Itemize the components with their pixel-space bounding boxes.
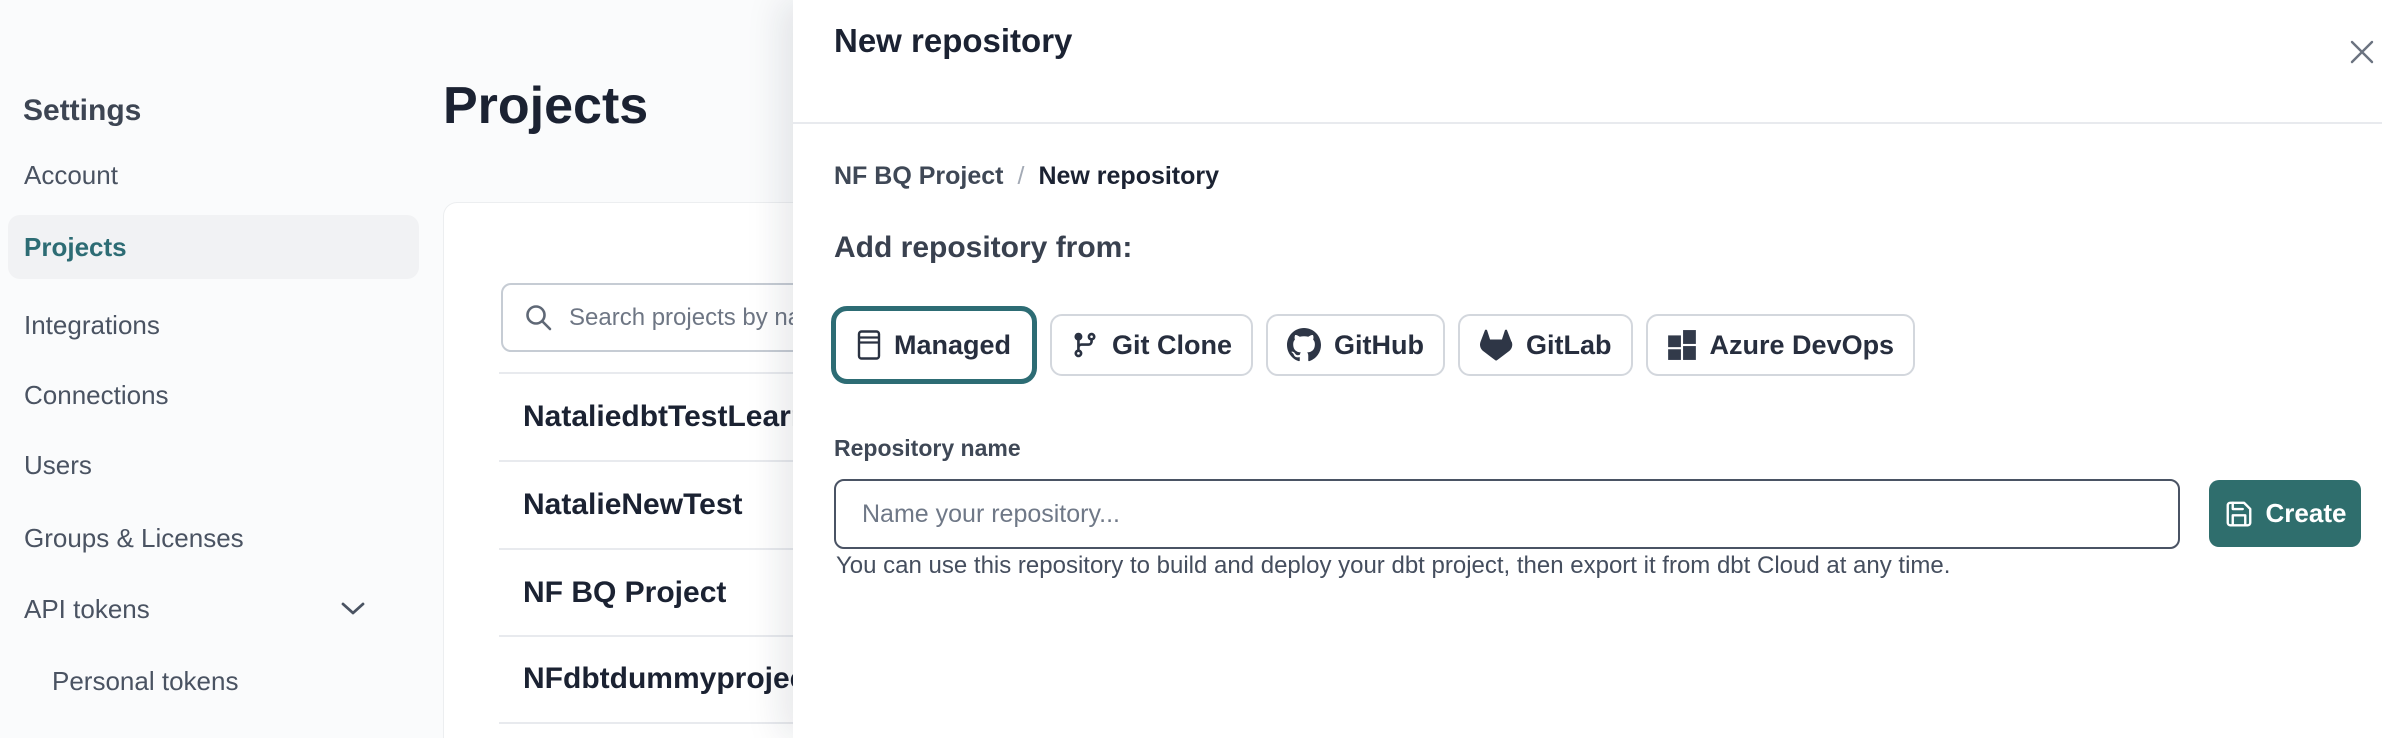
source-option-azure-devops[interactable]: Azure DevOps xyxy=(1645,314,1916,376)
sidebar-item-label: Projects xyxy=(24,231,127,262)
breadcrumb-parent[interactable]: NF BQ Project xyxy=(834,162,1004,190)
source-option-managed[interactable]: Managed xyxy=(831,306,1038,384)
breadcrumb-separator: / xyxy=(1017,162,1025,190)
sidebar-item-label: Connections xyxy=(24,379,169,410)
save-icon xyxy=(2224,499,2254,529)
sidebar-item-projects[interactable]: Projects xyxy=(8,215,419,279)
repository-name-label: Repository name xyxy=(834,435,1021,461)
project-row[interactable]: NF BQ Project xyxy=(499,550,1599,636)
breadcrumb-current: New repository xyxy=(1038,162,1220,190)
project-name: NataliedbtTestLearn T xyxy=(523,400,836,433)
azure-devops-icon xyxy=(1667,329,1697,361)
source-option-label: Azure DevOps xyxy=(1709,329,1895,360)
sidebar-item-connections[interactable]: Connections xyxy=(8,366,419,424)
repo-source-options: Managed Git Clone GitHub xyxy=(831,306,1916,384)
managed-repo-icon xyxy=(857,329,881,361)
project-row[interactable]: NataliedbtTestLearn T xyxy=(499,374,1599,460)
source-option-label: GitLab xyxy=(1526,329,1612,360)
add-repository-heading: Add repository from: xyxy=(834,231,1133,264)
sidebar-item-label: API tokens xyxy=(24,593,150,624)
close-button[interactable] xyxy=(2342,32,2382,72)
sidebar-item-groups-licenses[interactable]: Groups & Licenses xyxy=(8,509,419,567)
close-icon xyxy=(2349,39,2375,65)
sidebar-item-integrations[interactable]: Integrations xyxy=(8,296,419,354)
project-name: NF BQ Project xyxy=(523,576,727,609)
sidebar-item-users[interactable]: Users xyxy=(8,436,419,494)
source-option-gitlab[interactable]: GitLab xyxy=(1458,314,1633,376)
project-row[interactable]: NatalieNewTest xyxy=(499,462,1599,548)
sidebar-item-label: Groups & Licenses xyxy=(24,522,244,553)
sidebar-item-label: Integrations xyxy=(24,309,160,340)
sidebar-item-label: Users xyxy=(24,449,92,480)
sidebar-item-personal-tokens[interactable]: Personal tokens xyxy=(8,652,419,710)
sidebar-item-api-tokens[interactable]: API tokens xyxy=(8,580,419,638)
project-row[interactable]: NFdbtdummyproject xyxy=(499,636,1599,722)
source-option-git-clone[interactable]: Git Clone xyxy=(1050,314,1254,376)
source-option-label: Git Clone xyxy=(1112,329,1233,360)
repository-helper-text: You can use this repository to build and… xyxy=(836,552,1951,579)
project-name: NFdbtdummyproject xyxy=(523,662,817,695)
modal-title: New repository xyxy=(834,22,1073,59)
source-option-label: GitHub xyxy=(1334,329,1425,360)
chevron-down-icon xyxy=(341,602,365,616)
source-option-github[interactable]: GitHub xyxy=(1266,314,1446,376)
sidebar-item-label: Account xyxy=(24,159,118,190)
repository-name-input[interactable] xyxy=(834,479,2180,549)
source-option-label: Managed xyxy=(894,329,1012,360)
create-button-label: Create xyxy=(2265,498,2347,528)
git-branch-icon xyxy=(1071,331,1099,359)
sidebar-item-account[interactable]: Account xyxy=(8,146,419,204)
project-name: NatalieNewTest xyxy=(523,488,743,521)
github-icon xyxy=(1287,328,1322,362)
sidebar-title: Settings xyxy=(23,94,142,127)
new-repository-modal: New repository NF BQ Project / New repos… xyxy=(793,0,2382,738)
create-button[interactable]: Create xyxy=(2209,480,2361,547)
gitlab-icon xyxy=(1479,329,1513,361)
modal-header-divider xyxy=(793,122,2382,124)
sidebar-item-label: Personal tokens xyxy=(52,665,239,696)
breadcrumb: NF BQ Project / New repository xyxy=(834,162,1219,191)
page-title: Projects xyxy=(443,77,649,135)
search-icon xyxy=(523,302,555,334)
